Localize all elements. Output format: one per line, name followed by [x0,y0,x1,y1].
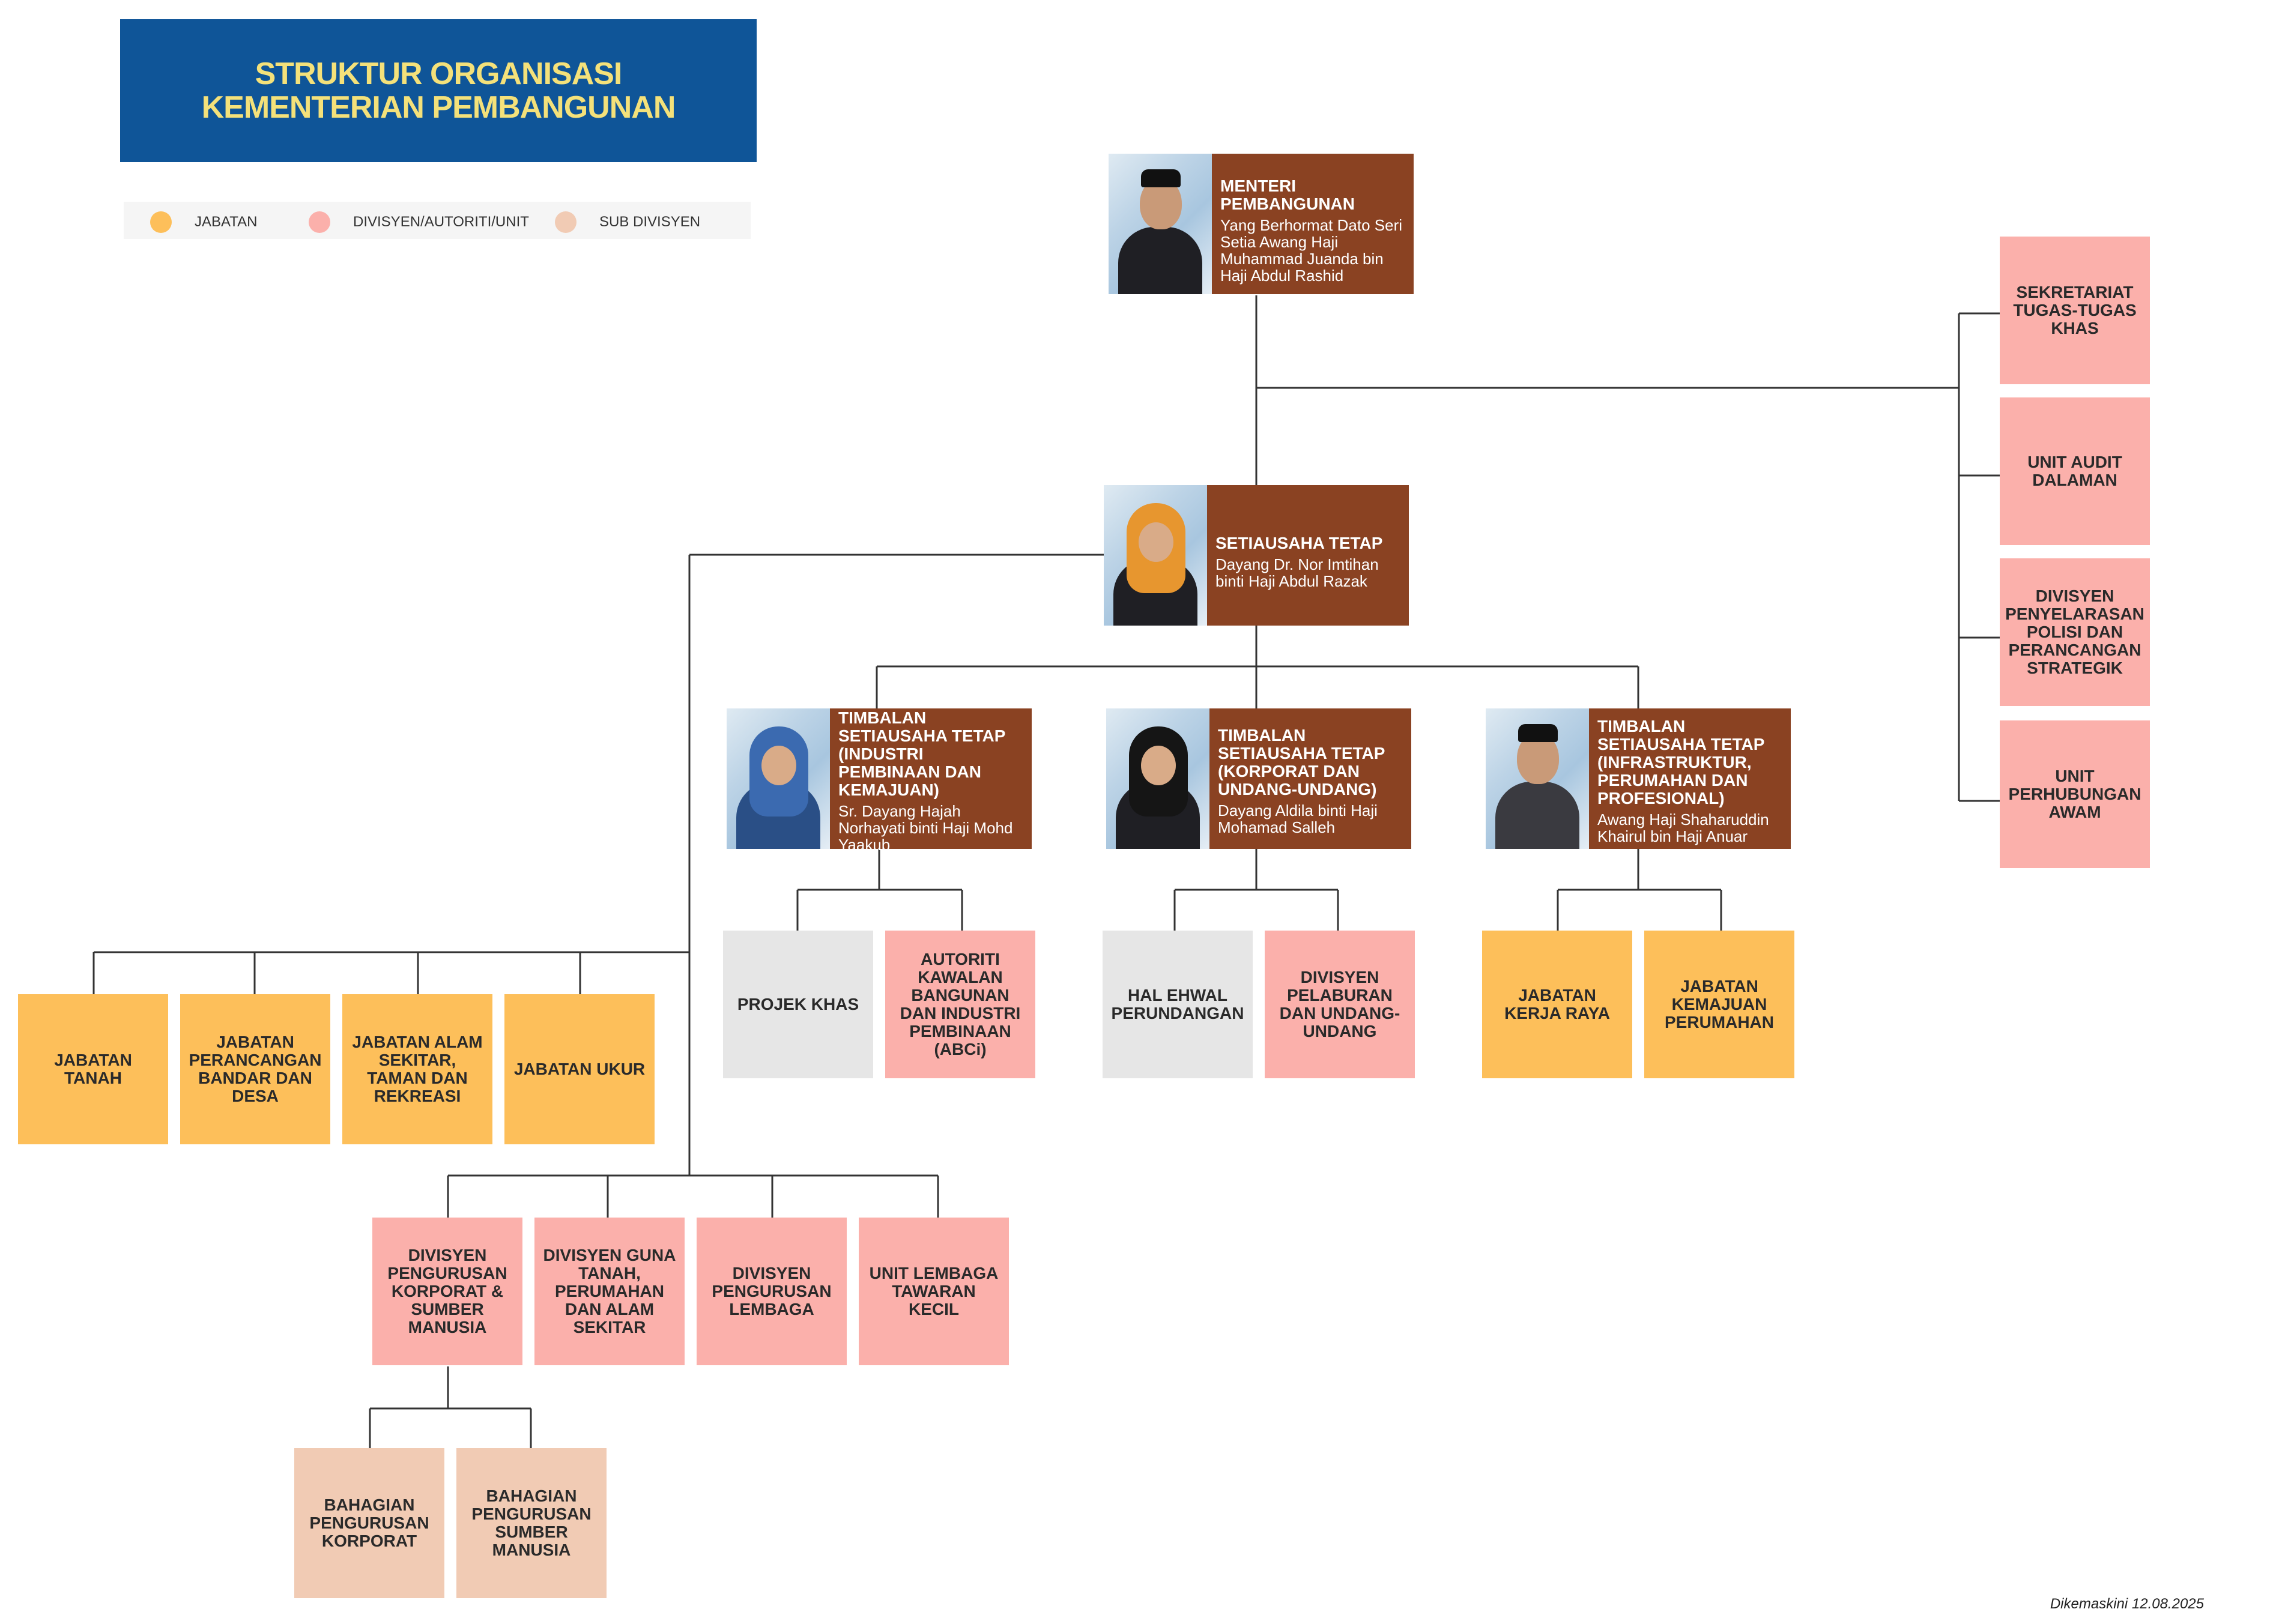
hal-ehwal-perundangan: HAL EHWAL PERUNDANGAN [1103,931,1253,1078]
divisyen-pengurusan-korporat: DIVISYEN PENGURUSAN KORPORAT & SUMBER MA… [372,1218,522,1365]
jabatan-tanah: JABATAN TANAH [18,994,168,1144]
timbalan-korporat-photo [1106,708,1209,849]
legend-divisyen-dot [309,211,330,233]
setiausaha-card: SETIAUSAHA TETAP Dayang Dr. Nor Imtihan … [1104,485,1409,626]
jabatan-kemajuan-perumahan: JABATAN KEMAJUAN PERUMAHAN [1644,931,1794,1078]
setiausaha-title: SETIAUSAHA TETAP [1215,534,1383,552]
divisyen-pengurusan-lembaga: DIVISYEN PENGURUSAN LEMBAGA [697,1218,847,1365]
menteri-name: Yang Berhormat Dato Seri Setia Awang Haj… [1220,216,1402,285]
jabatan-alam-sekitar: JABATAN ALAM SEKITAR, TAMAN DAN REKREASI [342,994,492,1144]
legend-sub-dot [555,211,577,233]
setiausaha-name: Dayang Dr. Nor Imtihan binti Haji Abdul … [1215,555,1379,590]
setiausaha-photo [1104,485,1207,626]
timbalan-industri-card: TIMBALAN SETIAUSAHA TETAP (INDUSTRI PEMB… [727,708,1032,853]
autoriti-abci: AUTORITI KAWALAN BANGUNAN DAN INDUSTRI P… [885,931,1035,1078]
divisyen-guna-tanah: DIVISYEN GUNA TANAH, PERUMAHAN DAN ALAM … [534,1218,685,1365]
legend-divisyen-label: DIVISYEN/AUTORITI/UNIT [353,214,529,230]
timbalan-infrastruktur-name: Awang Haji Shaharuddin Khairul bin Haji … [1597,810,1769,845]
jabatan-perancangan-bandar: JABATAN PERANCANGAN BANDAR DAN DESA [180,994,330,1144]
updated-date: Dikemaskini 12.08.2025 [2050,1596,2204,1612]
unit-perhubungan-awam: UNIT PERHUBUNGAN AWAM [2000,720,2150,868]
menteri-title: MENTERI PEMBANGUNAN [1220,177,1355,213]
projek-khas: PROJEK KHAS [723,931,873,1078]
unit-audit-dalaman: UNIT AUDIT DALAMAN [2000,397,2150,545]
menteri-card: MENTERI PEMBANGUNAN Yang Berhormat Dato … [1109,154,1414,294]
chart-title: STRUKTUR ORGANISASI KEMENTERIAN PEMBANGU… [120,19,757,162]
jabatan-kerja-raya: JABATAN KERJA RAYA [1482,931,1632,1078]
timbalan-korporat-name: Dayang Aldila binti Haji Mohamad Salleh [1218,801,1378,836]
menteri-photo [1109,154,1212,294]
title-line-2: KEMENTERIAN PEMBANGUNAN [201,90,676,125]
title-line-1: STRUKTUR ORGANISASI [255,56,623,91]
timbalan-industri-title: TIMBALAN SETIAUSAHA TETAP (INDUSTRI PEMB… [838,708,1005,799]
unit-lembaga-tawaran-kecil: UNIT LEMBAGA TAWARAN KECIL [859,1218,1009,1365]
timbalan-industri-name: Sr. Dayang Hajah Norhayati binti Haji Mo… [838,802,1013,854]
legend: JABATAN DIVISYEN/AUTORITI/UNIT SUB DIVIS… [124,202,751,239]
bahagian-pengurusan-sumber-manusia: BAHAGIAN PENGURUSAN SUMBER MANUSIA [456,1448,607,1598]
divisyen-penyelarasan-polisi: DIVISYEN PENYELARASAN POLISI DAN PERANCA… [2000,558,2150,706]
legend-jabatan-label: JABATAN [195,214,258,230]
divisyen-pelaburan: DIVISYEN PELABURAN DAN UNDANG-UNDANG [1265,931,1415,1078]
timbalan-infrastruktur-photo [1486,708,1589,849]
timbalan-korporat-title: TIMBALAN SETIAUSAHA TETAP (KORPORAT DAN … [1218,726,1385,798]
legend-jabatan-dot [150,211,172,233]
timbalan-infrastruktur-card: TIMBALAN SETIAUSAHA TETAP (INFRASTRUKTUR… [1486,708,1791,849]
jabatan-ukur: JABATAN UKUR [504,994,655,1144]
timbalan-industri-photo [727,708,830,849]
timbalan-korporat-card: TIMBALAN SETIAUSAHA TETAP (KORPORAT DAN … [1106,708,1411,849]
unit-sekretariat: SEKRETARIAT TUGAS-TUGAS KHAS [2000,237,2150,384]
legend-sub-label: SUB DIVISYEN [599,214,701,230]
timbalan-infrastruktur-title: TIMBALAN SETIAUSAHA TETAP (INFRASTRUKTUR… [1597,717,1764,807]
bahagian-pengurusan-korporat: BAHAGIAN PENGURUSAN KORPORAT [294,1448,444,1598]
